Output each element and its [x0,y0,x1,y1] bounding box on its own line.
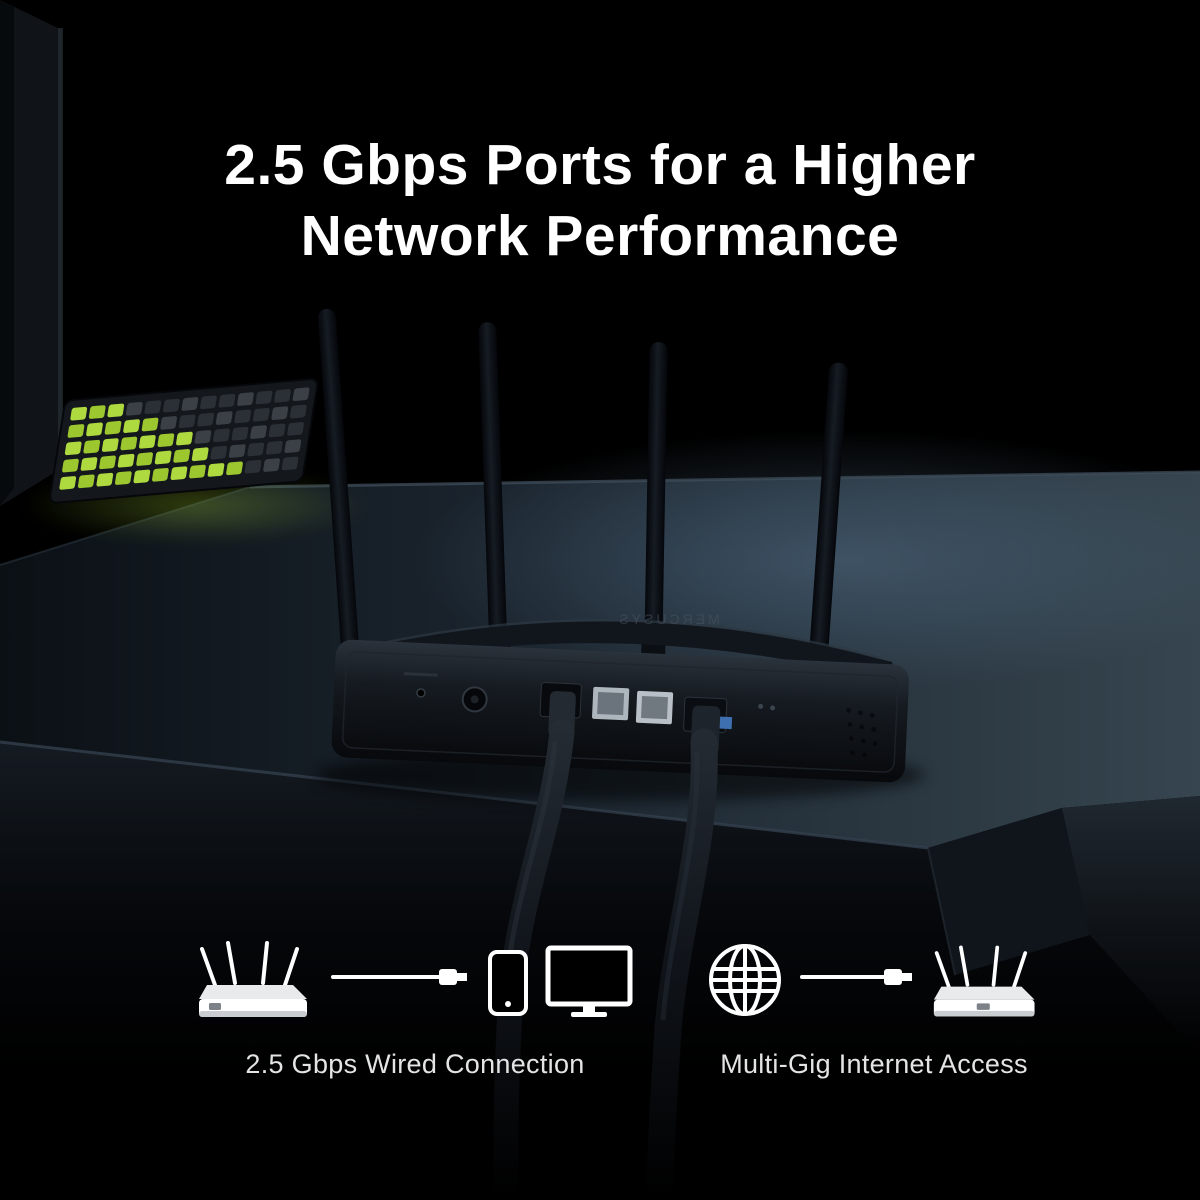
headline: 2.5 Gbps Ports for a Higher Network Perf… [0,130,1200,271]
monitor-silhouette [0,0,63,506]
feature-caption: Multi-Gig Internet Access [720,1049,1028,1079]
keyboard [49,378,319,504]
vent-holes [846,707,878,758]
router-icon [933,945,1035,1017]
reset-hole [416,688,426,698]
headline-line-1: 2.5 Gbps Ports for a Higher [224,133,976,197]
feature-wired: 2.5 Gbps Wired Connection [197,925,633,1080]
router-icon [199,941,307,1017]
feature-caption: 2.5 Gbps Wired Connection [245,1049,585,1079]
feature-internet-icons [706,925,1042,1025]
monitor-icon [545,945,633,1017]
headline-line-2: Network Performance [300,203,900,268]
globe-icon [709,944,781,1016]
smartphone-icon [488,950,528,1016]
cable-icon [800,969,912,985]
feature-internet: Multi-Gig Internet Access [706,925,1042,1080]
cable-icon [331,969,467,985]
brand-logo: MERCUSYS [616,611,719,627]
feature-wired-icons [197,925,633,1025]
